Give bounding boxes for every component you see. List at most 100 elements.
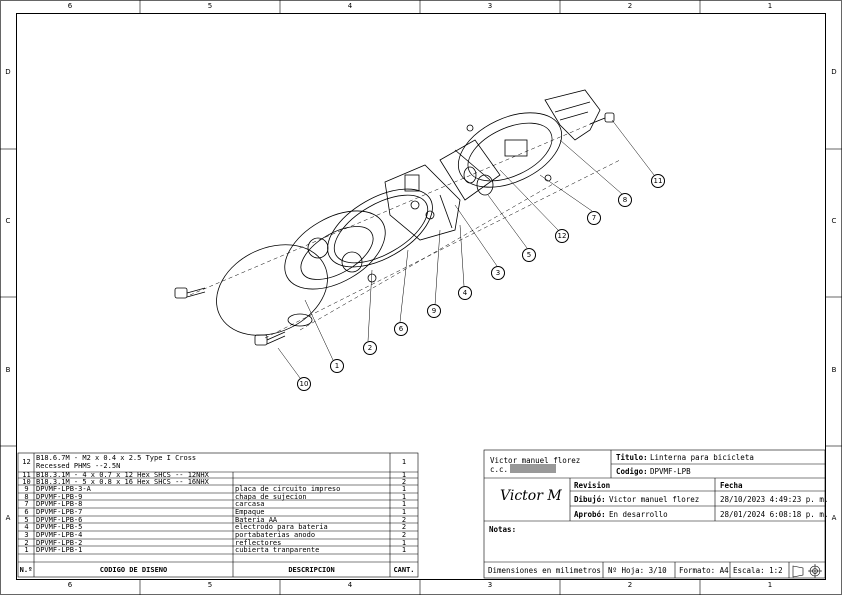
units-text: Dimensiones en milimetros: [488, 566, 601, 575]
bom-header-desc: DESCRIPCIÓN: [288, 566, 335, 574]
zone-left-d: D: [5, 68, 11, 76]
zone-top-1: 1: [767, 2, 773, 10]
callout-10: 10: [297, 377, 311, 391]
signature: Victor M: [500, 488, 562, 504]
bom-code: B18.6.7M - M2 x 0.4 x 2.5 Type I Cross R…: [36, 454, 197, 470]
bom-qty: 1: [401, 471, 407, 479]
bom-qty: 2: [401, 478, 407, 486]
code-label: Codigo:: [616, 467, 648, 476]
bom-desc: chapa de sujecion: [235, 493, 307, 501]
bom-desc: reflectores: [235, 539, 282, 547]
bom-desc: placa de circuito impreso: [235, 485, 341, 493]
bom-code: DPVMF-LPB-3-A: [36, 485, 91, 493]
bom-qty: 1: [401, 539, 407, 547]
bom-num: 6: [24, 508, 29, 516]
callout-5: 5: [522, 248, 536, 262]
callout-12: 12: [555, 229, 569, 243]
zone-bottom-4: 4: [347, 581, 353, 589]
zone-top-5: 5: [207, 2, 213, 10]
bom-code: DPVMF-LPB-6: [36, 516, 83, 524]
bom-num: 11: [22, 471, 31, 479]
bom-code: DPVMF-LPB-4: [36, 531, 83, 539]
title-value: Linterna para bicicleta: [650, 453, 754, 462]
format-text: Formato: A4: [679, 566, 729, 575]
bom-code: DPVMF-LPB-5: [36, 523, 83, 531]
zone-left-b: B: [5, 366, 11, 374]
bom-desc: Empaque: [235, 508, 265, 516]
bom-header-code: CODIGO DE DISEÑO: [99, 566, 168, 574]
zone-bottom-6: 6: [67, 581, 73, 589]
bom-num: 8: [24, 493, 29, 501]
bom-qty: 1: [401, 458, 407, 466]
bom-header-qty: CANT.: [393, 566, 415, 574]
zone-right-d: D: [831, 68, 837, 76]
bom-code: DPVMF-LPB-7: [36, 508, 83, 516]
zone-bottom-5: 5: [207, 581, 213, 589]
bom-qty: 1: [401, 500, 407, 508]
bom-desc: electrodo para bateria: [235, 523, 328, 531]
bom-code: B18.3.1M - 5 x 0.8 x 16 Hex SHCS -- 16NH…: [36, 478, 209, 486]
author-name: Victor manuel florez: [490, 456, 581, 465]
code-value: DPVMF-LPB: [650, 467, 691, 476]
callout-3: 3: [491, 266, 505, 280]
bom-qty: 2: [401, 523, 407, 531]
approved-date: 28/01/2024 6:08:18 p. m.: [720, 510, 829, 519]
approved-value: En desarrollo: [609, 510, 668, 519]
bom-num: 1: [24, 546, 29, 554]
bom-num: 4: [24, 523, 29, 531]
callout-1: 1: [330, 359, 344, 373]
zone-right-b: B: [831, 366, 837, 374]
callout-9: 9: [427, 304, 441, 318]
bom-desc: carcasa: [235, 500, 265, 508]
zone-right-c: C: [831, 217, 837, 225]
bom-desc: cubierta tranparente: [235, 546, 320, 554]
bom-header-num: N.º: [19, 566, 33, 574]
sheet-number: Nº Hoja: 3/10: [608, 566, 667, 575]
projection-symbol: [792, 564, 822, 578]
zone-bottom-2: 2: [627, 581, 633, 589]
zone-bottom-1: 1: [767, 581, 773, 589]
bom-qty: 1: [401, 485, 407, 493]
bom-qty: 2: [401, 531, 407, 539]
bom-qty: 1: [401, 546, 407, 554]
bom-code: DPVMF-LPB-9: [36, 493, 83, 501]
drew-date: 28/10/2023 4:49:23 p. m.: [720, 495, 829, 504]
bom-num: 12: [22, 458, 31, 466]
revision-label: Revision: [574, 481, 611, 490]
approved-label: Aprobó:: [574, 510, 606, 519]
zone-left-c: C: [5, 217, 11, 225]
zone-top-2: 2: [627, 2, 633, 10]
callout-7: 7: [587, 211, 601, 225]
scale-text: Escala: 1:2: [733, 566, 783, 575]
bom-num: 2: [24, 539, 29, 547]
drew-label: Dibujó:: [574, 495, 606, 504]
bom-num: 9: [24, 485, 29, 493]
fecha-label: Fecha: [720, 481, 743, 490]
zone-top-3: 3: [487, 2, 493, 10]
bom-num: 5: [24, 516, 29, 524]
bom-num: 7: [24, 500, 29, 508]
bom-code: DPVMF-LPB-8: [36, 500, 83, 508]
callout-6: 6: [394, 322, 408, 336]
zone-top-6: 6: [67, 2, 73, 10]
bom-code: B18.3.1M - 4 x 0.7 x 12 Hex SHCS -- 12NH…: [36, 471, 209, 479]
bom-qty: 1: [401, 493, 407, 501]
zone-bottom-3: 3: [487, 581, 493, 589]
zone-left-a: A: [5, 514, 11, 522]
bom-num: 10: [22, 478, 31, 486]
notes-label: Notas:: [489, 525, 517, 534]
callout-4: 4: [458, 286, 472, 300]
callout-11: 11: [651, 174, 665, 188]
bom-qty: 2: [401, 516, 407, 524]
exploded-view: [174, 89, 655, 379]
cc-label: c.c.: [490, 465, 509, 474]
bom-code: DPVMF-LPB-2: [36, 539, 83, 547]
redacted-id: [510, 464, 556, 473]
bom-num: 3: [24, 531, 29, 539]
callout-2: 2: [363, 341, 377, 355]
zone-top-4: 4: [347, 2, 353, 10]
callout-8: 8: [618, 193, 632, 207]
bom-desc: Bateria AA: [235, 516, 278, 524]
title-label: Titulo:: [616, 453, 648, 462]
